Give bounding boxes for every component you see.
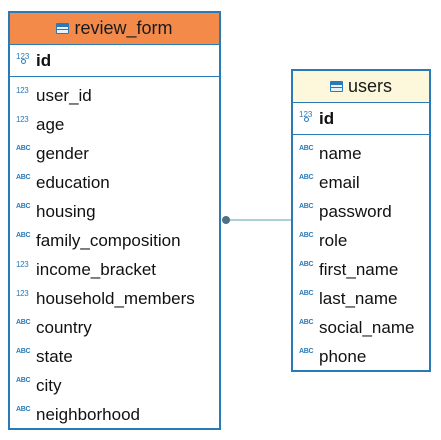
relationship-endpoint-dot bbox=[222, 216, 230, 224]
column-row-first-name[interactable]: ABC first_name bbox=[293, 255, 429, 284]
numeric-type-icon: 123 bbox=[16, 259, 29, 269]
column-row-social-name[interactable]: ABC social_name bbox=[293, 313, 429, 342]
column-row-state[interactable]: ABC state bbox=[10, 342, 219, 371]
text-type-icon: ABC bbox=[299, 145, 314, 152]
column-name: gender bbox=[36, 143, 89, 163]
column-name: housing bbox=[36, 201, 96, 221]
column-name: email bbox=[319, 172, 360, 192]
column-name: education bbox=[36, 172, 110, 192]
column-name: household_members bbox=[36, 288, 195, 308]
text-type-icon: ABC bbox=[16, 203, 31, 210]
column-row-family-composition[interactable]: ABC family_composition bbox=[10, 226, 219, 255]
text-type-icon: ABC bbox=[299, 232, 314, 239]
entity-header-review-form[interactable]: review_form bbox=[10, 13, 219, 45]
column-name: country bbox=[36, 317, 92, 337]
numeric-type-icon: 123 bbox=[16, 288, 29, 298]
numeric-type-icon: 123 bbox=[16, 114, 29, 124]
column-row-income-bracket[interactable]: 123 income_bracket bbox=[10, 255, 219, 284]
column-row-password[interactable]: ABC password bbox=[293, 197, 429, 226]
entity-title: review_form bbox=[74, 18, 173, 38]
column-row-name[interactable]: ABC name bbox=[293, 139, 429, 168]
column-row-phone[interactable]: ABC phone bbox=[293, 342, 429, 371]
text-type-icon: ABC bbox=[299, 261, 314, 268]
column-name: social_name bbox=[319, 317, 415, 337]
column-name: first_name bbox=[319, 259, 399, 279]
column-list: 123 user_id 123 age ABC gender ABC education… bbox=[10, 77, 219, 429]
primary-key-row[interactable]: 123 id bbox=[293, 103, 429, 135]
table-icon bbox=[329, 81, 343, 92]
column-row-education[interactable]: ABC education bbox=[10, 168, 219, 197]
column-row-city[interactable]: ABC city bbox=[10, 371, 219, 400]
column-name: neighborhood bbox=[36, 404, 140, 424]
column-list: ABC name ABC email ABC password ABC role ABC… bbox=[293, 135, 429, 371]
text-type-icon: ABC bbox=[299, 290, 314, 297]
column-name: user_id bbox=[36, 85, 92, 105]
text-type-icon: ABC bbox=[299, 348, 314, 355]
text-type-icon: ABC bbox=[16, 377, 31, 384]
column-name: id bbox=[319, 108, 335, 128]
column-row-role[interactable]: ABC role bbox=[293, 226, 429, 255]
column-name: age bbox=[36, 114, 65, 134]
text-type-icon: ABC bbox=[16, 232, 31, 239]
primary-key-row[interactable]: 123 id bbox=[10, 45, 219, 77]
column-name: phone bbox=[319, 346, 367, 366]
text-type-icon: ABC bbox=[299, 174, 314, 181]
column-name: income_bracket bbox=[36, 259, 157, 279]
column-row-email[interactable]: ABC email bbox=[293, 168, 429, 197]
column-name: name bbox=[319, 143, 362, 163]
entity-users[interactable]: users 123 id ABC name ABC email ABC passwor… bbox=[291, 69, 431, 372]
column-name: role bbox=[319, 230, 348, 250]
entity-header-users[interactable]: users bbox=[293, 71, 429, 103]
column-name: id bbox=[36, 50, 52, 70]
primary-key-icon: 123 bbox=[299, 110, 317, 128]
table-icon bbox=[56, 23, 70, 34]
column-name: last_name bbox=[319, 288, 398, 308]
column-row-household-members[interactable]: 123 household_members bbox=[10, 284, 219, 313]
column-name: city bbox=[36, 375, 62, 395]
column-row-neighborhood[interactable]: ABC neighborhood bbox=[10, 400, 219, 429]
text-type-icon: ABC bbox=[16, 406, 31, 413]
text-type-icon: ABC bbox=[16, 174, 31, 181]
text-type-icon: ABC bbox=[299, 203, 314, 210]
column-row-housing[interactable]: ABC housing bbox=[10, 197, 219, 226]
text-type-icon: ABC bbox=[299, 319, 314, 326]
column-row-last-name[interactable]: ABC last_name bbox=[293, 284, 429, 313]
column-row-user-id[interactable]: 123 user_id bbox=[10, 81, 219, 110]
entity-title: users bbox=[347, 76, 392, 96]
text-type-icon: ABC bbox=[16, 319, 31, 326]
column-name: state bbox=[36, 346, 73, 366]
numeric-type-icon: 123 bbox=[16, 85, 29, 95]
primary-key-icon: 123 bbox=[16, 52, 34, 70]
column-name: password bbox=[319, 201, 392, 221]
column-row-gender[interactable]: ABC gender bbox=[10, 139, 219, 168]
column-row-country[interactable]: ABC country bbox=[10, 313, 219, 342]
column-name: family_composition bbox=[36, 230, 181, 250]
text-type-icon: ABC bbox=[16, 348, 31, 355]
column-row-age[interactable]: 123 age bbox=[10, 110, 219, 139]
text-type-icon: ABC bbox=[16, 145, 31, 152]
